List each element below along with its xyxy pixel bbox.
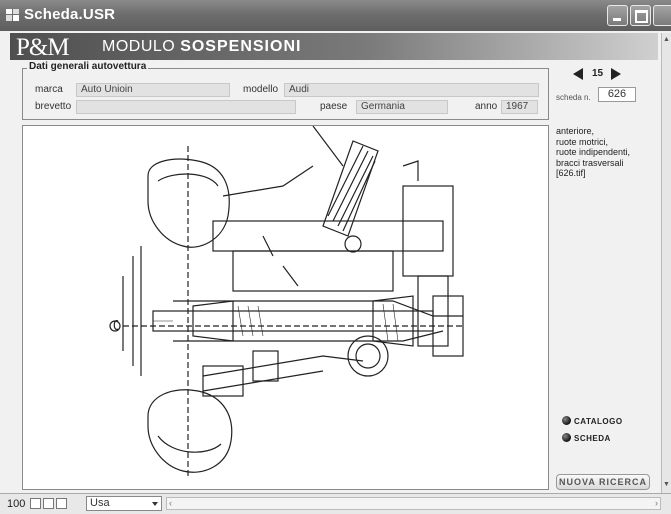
vertical-scrollbar[interactable]: ▲ ▼ (661, 33, 671, 493)
previous-arrow-icon[interactable] (573, 68, 583, 80)
suspension-drawing-image (109, 126, 464, 476)
module-header: P&M MODULO SOSPENSIONI (10, 33, 658, 61)
catalogo-label: CATALOGO (574, 417, 623, 426)
catalogo-bullet-icon (562, 416, 571, 425)
scroll-left-icon[interactable]: ‹ (169, 498, 172, 508)
description-line: bracci trasversali (556, 157, 624, 168)
description-line: ruote indipendenti, (556, 147, 631, 158)
nuova-ricerca-button[interactable]: NUOVA RICERCA (556, 474, 650, 490)
chevron-down-icon (152, 502, 158, 506)
anno-field[interactable]: 1967 (501, 100, 538, 114)
title-bar: Scheda.USR (0, 0, 671, 31)
scroll-down-icon[interactable]: ▼ (663, 481, 670, 488)
anno-label: anno (475, 101, 498, 112)
general-data-group: Dati generali autovettura marca Auto Uni… (22, 61, 549, 120)
scheda-link[interactable]: SCHEDA (562, 433, 611, 443)
technical-drawing (22, 125, 549, 490)
scheda-link-label: SCHEDA (574, 434, 611, 443)
scroll-right-icon[interactable]: › (655, 498, 658, 508)
scheda-number-field[interactable]: 626 (598, 87, 636, 102)
zoom-out-icon[interactable] (30, 498, 41, 509)
minimize-button[interactable] (607, 5, 628, 26)
modello-field[interactable]: Audi (284, 83, 539, 97)
horizontal-scrollbar[interactable]: ‹ › (166, 497, 661, 510)
modello-label: modello (243, 84, 279, 95)
next-arrow-icon[interactable] (611, 68, 621, 80)
description-line: [626.tif] (556, 168, 586, 179)
module-name: SOSPENSIONI (180, 38, 302, 55)
layout-select[interactable]: Usa (86, 496, 162, 511)
module-title: MODULO SOSPENSIONI (102, 38, 301, 56)
module-prefix: MODULO (102, 38, 176, 55)
marca-field[interactable]: Auto Unioin (76, 83, 230, 97)
scheda-bullet-icon (562, 433, 571, 442)
layout-select-value: Usa (90, 497, 110, 509)
marca-label: marca (35, 84, 63, 95)
brevetto-field[interactable] (76, 100, 296, 114)
app-icon (6, 9, 19, 21)
paese-field[interactable]: Germania (356, 100, 448, 114)
description-line: anteriore, (556, 126, 595, 136)
group-legend: Dati generali autovettura (27, 61, 149, 72)
description-text: anteriore, ruote motrici, ruote indipend… (556, 126, 666, 179)
description-line: ruote motrici, (556, 136, 609, 147)
page-number: 15 (592, 68, 604, 79)
status-bar: 100 Usa ‹ › (0, 493, 671, 514)
close-button[interactable] (653, 5, 671, 26)
catalogo-link[interactable]: CATALOGO (562, 416, 623, 426)
scheda-label: scheda n. (556, 93, 591, 102)
brand-logo: P&M (16, 34, 70, 61)
window-title: Scheda.USR (24, 6, 116, 23)
view-mode-icon[interactable] (56, 498, 67, 509)
zoom-level: 100 (7, 498, 26, 510)
paese-label: paese (320, 101, 348, 112)
zoom-in-icon[interactable] (43, 498, 54, 509)
brevetto-label: brevetto (35, 101, 72, 112)
scroll-up-icon[interactable]: ▲ (663, 36, 670, 43)
maximize-button[interactable] (630, 5, 651, 26)
